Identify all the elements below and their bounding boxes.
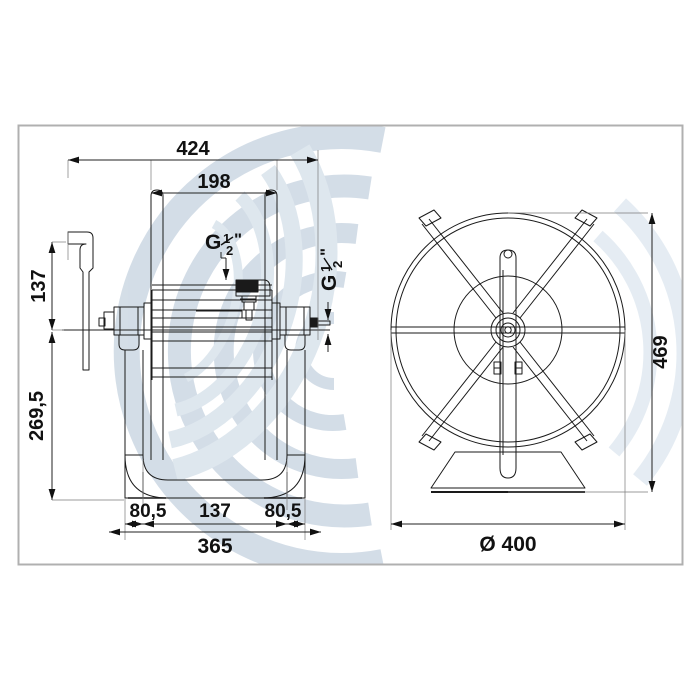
reel-drum-circle — [453, 275, 563, 385]
dim-disc-diameter: Ø 400 — [391, 520, 625, 556]
dim-total-height-label: 269,5 — [26, 391, 48, 441]
left-bearing-block — [98, 302, 153, 351]
dim-foot-chain: 80,5 137 80,5 — [125, 501, 305, 528]
callout-inlet-G: G — [205, 231, 221, 254]
pedestal-column — [499, 249, 517, 479]
dim-front-height: 469 — [648, 213, 672, 492]
hub-ring-inner — [500, 322, 516, 338]
callout-outlet-numerator: 1 — [318, 265, 333, 272]
dim-front-height-label: 469 — [650, 335, 672, 368]
dim-axis-height-label: 137 — [28, 269, 50, 302]
drawing-frame — [17, 124, 684, 566]
right-bearing-block — [271, 302, 331, 351]
spoke-end-plates — [418, 209, 598, 451]
callout-outlet-denominator: 2 — [330, 261, 345, 268]
hub-ring-outer — [490, 312, 526, 348]
dim-disc-diameter-label: Ø 400 — [479, 533, 536, 556]
dim-base-width: 365 — [109, 528, 321, 558]
dim-overall-width-label: 424 — [176, 138, 210, 160]
hub-bore — [504, 326, 512, 334]
spokes-diagonal — [421, 218, 595, 442]
callout-inlet-denominator: 2 — [226, 243, 233, 258]
column-brackets — [493, 361, 523, 375]
front-view-dimensions: 469 Ø 400 — [391, 213, 672, 556]
base-frame — [124, 350, 306, 499]
dim-foot-right-label: 80,5 — [265, 501, 302, 522]
reel-outer-rim — [390, 212, 626, 448]
pedestal-base — [430, 451, 586, 493]
dim-axis-height: 137 — [28, 241, 66, 330]
dim-foot-left-label: 80,5 — [130, 501, 167, 522]
dim-base-width-label: 365 — [197, 535, 232, 558]
hub-ring-mid — [495, 317, 521, 343]
crank-handle — [67, 231, 94, 371]
spoke-horizontal — [391, 326, 625, 334]
callout-inlet-thread: G 1 2 " — [205, 230, 242, 280]
dim-drum-width: 198 — [151, 171, 277, 197]
callout-outlet-thread: G 1 2 " — [317, 248, 345, 352]
reel-outer-rim-inner — [395, 217, 621, 443]
dim-foot-center-label: 137 — [199, 501, 231, 522]
front-view-geometry — [390, 209, 648, 530]
callout-inlet-numerator: 1 — [223, 231, 230, 246]
dim-drum-width-label: 198 — [197, 171, 230, 193]
front-construction-lines — [390, 212, 648, 530]
side-view-dimensions: 424 198 137 269,5 — [26, 138, 321, 558]
dim-total-height: 269,5 — [26, 329, 124, 501]
callout-outlet-G: G — [318, 275, 341, 291]
dim-overall-width: 424 — [67, 138, 318, 178]
inlet-fitting — [235, 279, 271, 321]
callout-inlet-suffix: " — [234, 230, 242, 249]
callout-outlet-suffix: " — [317, 248, 336, 256]
